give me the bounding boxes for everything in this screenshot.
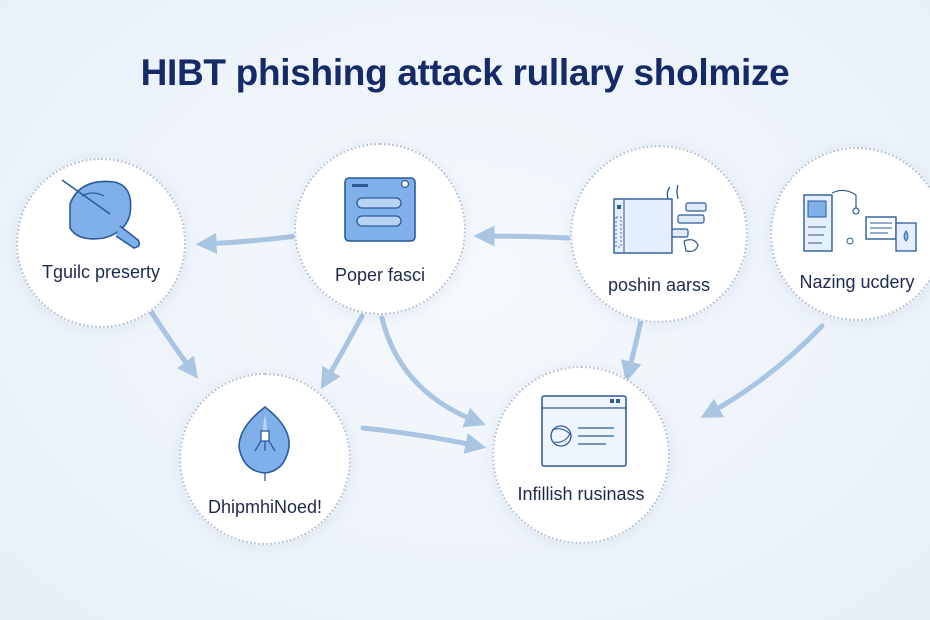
node-infillish-rusinass: Infillish rusinass — [492, 366, 670, 544]
arrow-n2-to-n6 — [379, 315, 486, 428]
node-poper-fasci: Poper fasci — [294, 143, 466, 315]
node-poshin-aarss: poshin aarss — [570, 145, 748, 323]
leaf-alert-icon — [238, 405, 290, 481]
document-messages-icon — [613, 184, 707, 254]
arrow-n4-to-n6 — [700, 323, 825, 419]
node-label: Poper fasci — [334, 265, 426, 285]
arrow-n2-to-n5 — [320, 313, 365, 390]
node-label: Infillish rusinass — [517, 484, 645, 504]
arrow-n3-to-n6 — [621, 313, 645, 383]
node-label: poshin aarss — [607, 275, 711, 295]
dashboard-charts-icon — [803, 189, 917, 252]
arrow-n5-to-n6 — [360, 425, 487, 454]
page-title: HIBT phishing attack rullary sholmize — [140, 52, 790, 93]
node-label: Tguilc preserty — [41, 262, 161, 282]
form-panel-icon — [344, 177, 416, 242]
node-tguilc-preserty: Tguilc preserty — [16, 158, 186, 328]
node-label: Nazing ucdery — [799, 272, 915, 292]
shield-pen-icon — [61, 179, 141, 249]
arrow-n2-to-n1 — [195, 232, 299, 254]
browser-window-icon — [541, 395, 627, 467]
arrow-n3-to-n2 — [473, 225, 571, 247]
node-nazing-ucdery: Nazing ucdery — [770, 147, 930, 321]
arrow-n1-to-n5 — [147, 307, 199, 379]
node-dhipmhinoed: DhipmhiNoed! — [179, 373, 351, 545]
node-label: DhipmhiNoed! — [207, 497, 323, 517]
